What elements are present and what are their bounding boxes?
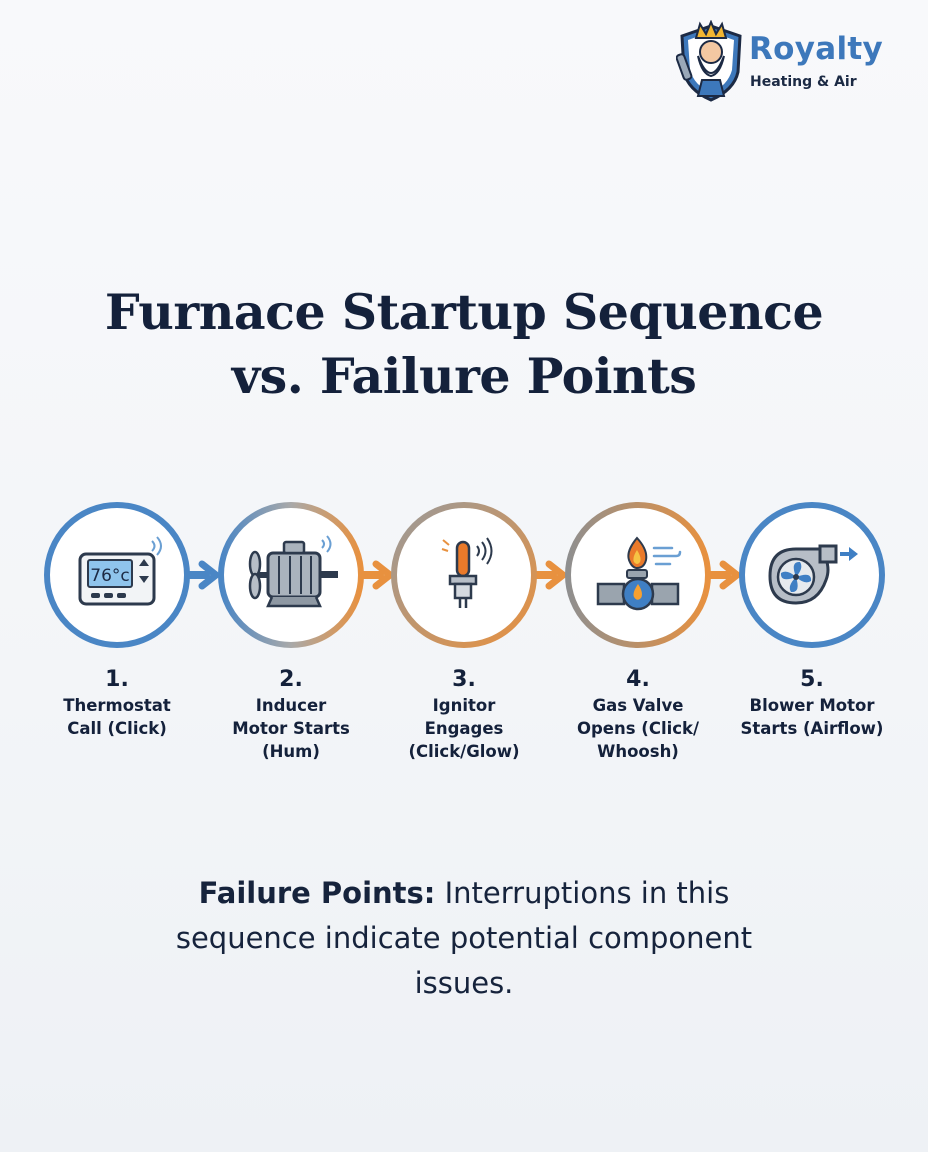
step-1-text: Thermostat Call (Click) [63,696,171,738]
startup-sequence-diagram: 76°c [44,502,885,648]
step-2-label: 2. Inducer Motor Starts (Hum) [211,666,371,763]
step-3-label: 3. Ignitor Engages (Click/Glow) [384,666,544,763]
step-1-number: 1. [105,667,129,692]
page-title: Furnace Startup Sequence vs. Failure Poi… [0,280,928,408]
brand-logo: Royalty Heating & Air [676,20,906,104]
brand-tagline: Heating & Air [750,74,857,90]
step-4-text: Gas Valve Opens (Click/ Whoosh) [576,696,700,761]
step-3-text: Ignitor Engages (Click/Glow) [408,696,520,761]
failure-points-text: Interruptions in this sequence indicate … [175,876,753,1000]
title-line-1: Furnace Startup Sequence [104,283,824,341]
step-4-number: 4. [626,667,650,692]
brand-name: Royalty [749,31,884,67]
arrow-2-to-3 [356,560,394,590]
step-2-text: Inducer Motor Starts (Hum) [232,696,350,761]
ignitor-icon [441,537,493,608]
step-5-text: Blower Motor Starts (Airflow) [740,696,884,738]
step-4-label: 4. Gas Valve Opens (Click/ Whoosh) [558,666,718,763]
title-line-2: vs. Failure Points [231,347,697,405]
blower-motor-icon [768,544,858,605]
step-5-number: 5. [800,667,824,692]
inducer-motor-icon [248,535,338,608]
thermostat-icon: 76°c [78,536,162,606]
step-3-number: 3. [452,667,476,692]
arrow-3-to-4 [529,560,567,590]
arrow-4-to-5 [703,560,741,590]
failure-points-lead: Failure Points: [198,876,436,910]
failure-points-note: Failure Points: Interruptions in this se… [150,871,778,1006]
arrow-1-to-2 [182,560,220,590]
step-2-number: 2. [279,667,303,692]
thermostat-display-text: 76°c [90,566,129,586]
mascot-shield-icon [676,20,742,102]
step-5-label: 5. Blower Motor Starts (Airflow) [732,666,892,740]
step-1-label: 1. Thermostat Call (Click) [37,666,197,740]
gas-valve-icon [596,536,682,611]
